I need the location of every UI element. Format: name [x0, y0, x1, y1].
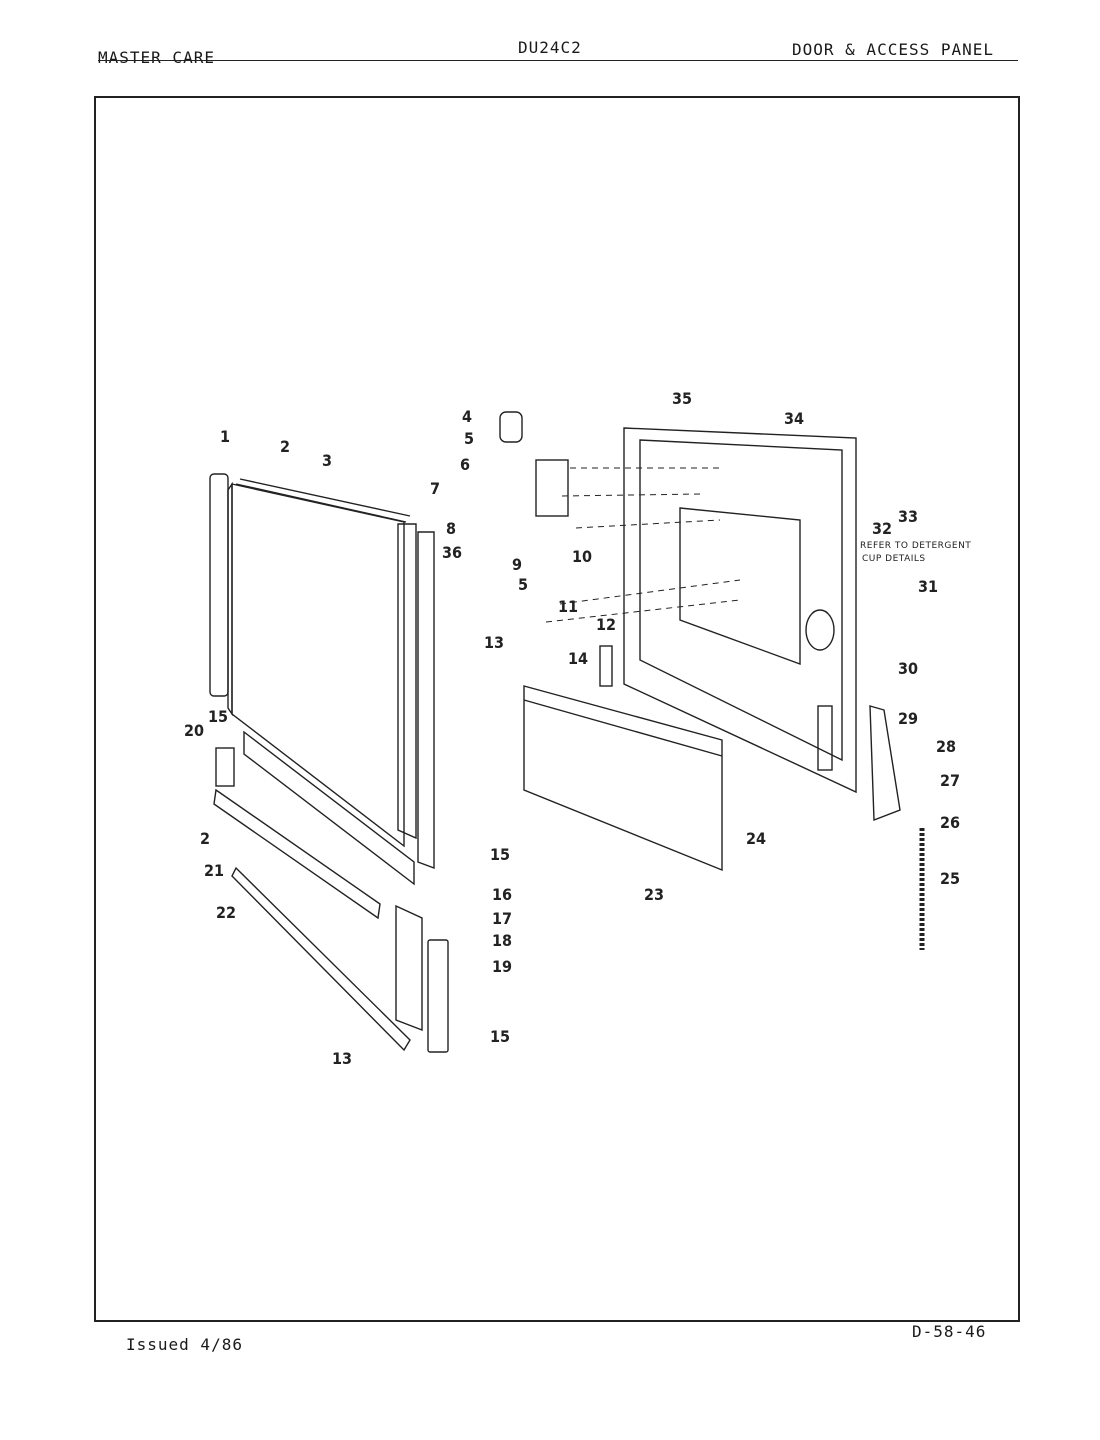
right-side-trim-inner [397, 523, 417, 840]
callout-label: 30 [898, 659, 918, 678]
callout-label: 5 [464, 429, 474, 448]
callout-label: 36 [442, 543, 462, 562]
callout-label: 18 [492, 931, 512, 950]
callout-label: 15 [490, 845, 510, 864]
callout-label: 13 [332, 1049, 352, 1068]
footer-issue-date: Issued 4/86 [126, 1335, 243, 1354]
callout-label: 9 [512, 555, 522, 574]
callout-label: 14 [568, 649, 588, 668]
callout-label: 15 [208, 707, 228, 726]
lower-side-trim [427, 939, 449, 1053]
header-rule [98, 60, 1018, 61]
inner-panel-window [679, 507, 801, 666]
kick-plate [231, 866, 411, 1052]
callout-label: 22 [216, 903, 236, 922]
callout-label: 34 [784, 409, 804, 428]
header-model-number: DU24C2 [518, 38, 582, 57]
note-line-1: REFER TO DETERGENT [860, 541, 971, 551]
callout-label: 4 [462, 407, 472, 426]
callout-label: 6 [460, 455, 470, 474]
callout-label: 29 [898, 709, 918, 728]
callout-label: 28 [936, 737, 956, 756]
door-outer-panel [231, 483, 405, 848]
callout-label: 11 [558, 597, 578, 616]
callout-label: 1 [220, 427, 230, 446]
callout-label: 23 [644, 885, 664, 904]
callout-label: 20 [184, 721, 204, 740]
callout-label: 35 [672, 389, 692, 408]
bottom-rail-lower [213, 788, 381, 920]
door-trim-top [239, 478, 411, 517]
header-brand: MASTER CARE [98, 48, 215, 67]
callout-label: 10 [572, 547, 592, 566]
callout-label: 32 [872, 519, 892, 538]
callout-label: 27 [940, 771, 960, 790]
bracket-29 [817, 705, 833, 771]
callout-label: 33 [898, 507, 918, 526]
bracket-14 [599, 645, 613, 687]
callout-label: 15 [490, 1027, 510, 1046]
callout-label: 8 [446, 519, 456, 538]
callout-label: 17 [492, 909, 512, 928]
callout-label: 12 [596, 615, 616, 634]
right-side-trim-outer [417, 531, 435, 870]
note-line-2: CUP DETAILS [862, 554, 926, 564]
hinge-bracket-20 [215, 747, 235, 787]
hinge-arm [869, 705, 901, 822]
callout-label: 2 [280, 437, 290, 456]
callout-label: 25 [940, 869, 960, 888]
callout-label: 2 [200, 829, 210, 848]
callout-label: 13 [484, 633, 504, 652]
callout-label: 3 [322, 451, 332, 470]
latch-assembly-10 [535, 459, 569, 517]
access-panel [523, 685, 723, 872]
callout-label: 5 [518, 575, 528, 594]
callout-label: 26 [940, 813, 960, 832]
bottom-rail-upper [243, 730, 415, 886]
lower-access-panel [395, 904, 423, 1032]
callout-label: 21 [204, 861, 224, 880]
left-side-trim [209, 473, 229, 697]
inner-door-panel [623, 427, 857, 794]
header-section-title: DOOR & ACCESS PANEL [792, 40, 995, 59]
callout-label: 24 [746, 829, 766, 848]
callout-labels: 1 2 3 4 5 6 7 8 36 9 10 5 11 12 13 14 15… [184, 389, 960, 1068]
callout-label: 7 [430, 479, 440, 498]
diagram-frame [94, 96, 1020, 1322]
inner-panel-vent [805, 609, 835, 651]
callout-label: 19 [492, 957, 512, 976]
callout-label: 16 [492, 885, 512, 904]
callout-label: 31 [918, 577, 938, 596]
latch-plate-4 [499, 411, 523, 443]
footer-page-code: D-58-46 [912, 1322, 987, 1341]
